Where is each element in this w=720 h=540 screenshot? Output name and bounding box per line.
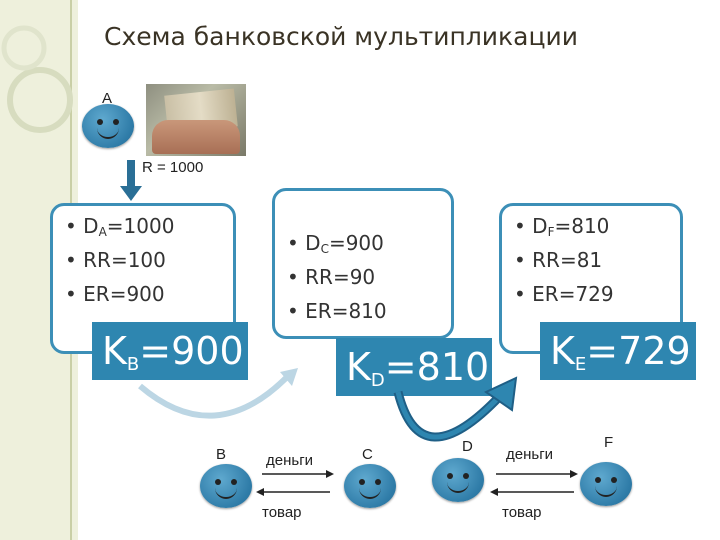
person-c-label: C <box>362 446 373 463</box>
decor-circles <box>1 25 73 133</box>
reserve-label: R = 1000 <box>142 159 204 176</box>
money-photo <box>146 84 246 156</box>
exchange-bc-money: деньги <box>266 452 314 469</box>
bank-3-er: • ER=729 <box>514 282 614 306</box>
person-d-label: D <box>462 438 473 455</box>
reserve-arrow <box>120 160 142 201</box>
exchange-arrows-df <box>490 470 578 496</box>
bank-2-rr: • RR=90 <box>287 265 376 289</box>
exchange-arrows-bc <box>256 470 334 496</box>
bank-1-er: • ER=900 <box>65 282 165 306</box>
person-f-label: F <box>604 434 614 451</box>
person-d-face-icon <box>432 458 484 502</box>
bank-box-2: • DC=900 • RR=90 • ER=810 <box>272 188 454 339</box>
exchange-df-goods: товар <box>502 504 542 521</box>
person-a-face-icon <box>82 104 134 148</box>
bank-3-rr: • RR=81 <box>514 248 603 272</box>
bank-2-er: • ER=810 <box>287 299 387 323</box>
transfer-arrow-1 <box>138 373 291 419</box>
transfer-arrow-1-head <box>280 368 298 386</box>
person-f-face-icon <box>580 462 632 506</box>
exchange-df-money: деньги <box>506 446 554 463</box>
bank-3-deposit: • DF=810 <box>514 214 610 239</box>
transfer-arrow-2 <box>393 390 504 442</box>
bank-1-rr: • RR=100 <box>65 248 166 272</box>
person-b-face-icon <box>200 464 252 508</box>
exchange-bc-goods: товар <box>262 504 302 521</box>
multiplier-d: KD=810 <box>336 338 492 396</box>
transfer-arrow-2-head <box>483 376 518 412</box>
bank-1-deposit: • DA=1000 <box>65 214 175 239</box>
multiplier-e: KE=729 <box>540 322 696 380</box>
person-b-label: B <box>216 446 227 463</box>
bank-2-deposit: • DC=900 <box>287 231 384 256</box>
multiplier-b: KB=900 <box>92 322 248 380</box>
page-title: Схема банковской мультипликации <box>104 22 578 51</box>
person-a-label: A <box>102 90 113 107</box>
person-c-face-icon <box>344 464 396 508</box>
